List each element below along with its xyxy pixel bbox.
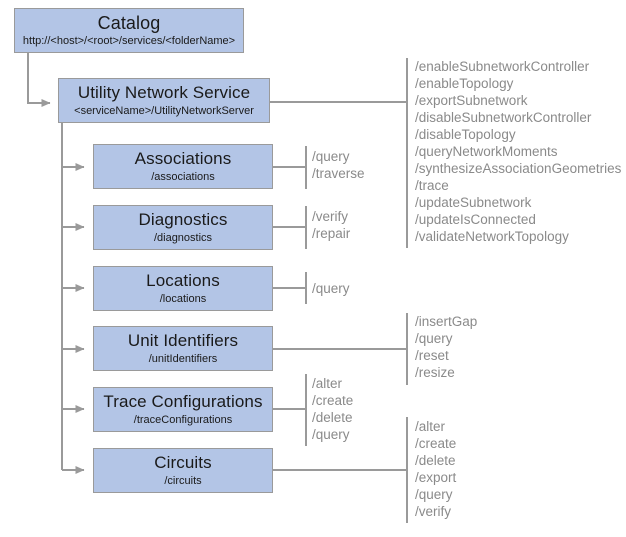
node-trace-configurations-path: /traceConfigurations	[133, 414, 233, 426]
operation-item[interactable]: /delete	[415, 453, 456, 468]
node-unit-identifiers-path: /unitIdentifiers	[148, 353, 218, 365]
operations-unit-identifiers: /insertGap /query /reset /resize	[415, 313, 477, 381]
operation-item[interactable]: /alter	[415, 419, 446, 434]
node-unit-identifiers-title: Unit Identifiers	[127, 331, 239, 350]
node-associations-path: /associations	[151, 171, 215, 183]
operation-item[interactable]: /queryNetworkMoments	[415, 144, 558, 159]
operation-item[interactable]: /verify	[415, 504, 452, 519]
operation-item[interactable]: /repair	[312, 226, 351, 241]
operation-item[interactable]: /create	[415, 436, 457, 451]
operation-item[interactable]: /updateSubnetwork	[415, 195, 532, 210]
node-trace-configurations[interactable]: Trace Configurations /traceConfiguration…	[93, 387, 273, 432]
connector-catalog-to-service	[27, 53, 51, 107]
node-catalog[interactable]: Catalog http://<host>/<root>/services/<f…	[14, 8, 244, 53]
node-associations-title: Associations	[134, 149, 232, 168]
operation-item[interactable]: /delete	[312, 410, 353, 425]
node-utility-network-service-title: Utility Network Service	[77, 83, 251, 102]
operation-item[interactable]: /query	[415, 331, 453, 346]
operations-trace-configurations: /alter /create /delete /query	[312, 375, 353, 443]
operation-item[interactable]: /resize	[415, 365, 455, 380]
operation-item[interactable]: /alter	[312, 376, 343, 391]
node-utility-network-service-path: <serviceName>/UtilityNetworkServer	[74, 105, 254, 117]
node-associations[interactable]: Associations /associations	[93, 144, 273, 189]
node-locations-title: Locations	[146, 271, 220, 290]
operation-item[interactable]: /verify	[312, 209, 349, 224]
operation-item[interactable]: /query	[312, 281, 350, 296]
node-unit-identifiers[interactable]: Unit Identifiers /unitIdentifiers	[93, 326, 273, 371]
operation-item[interactable]: /updateIsConnected	[415, 212, 536, 227]
operation-item[interactable]: /enableSubnetworkController	[415, 59, 590, 74]
operation-item[interactable]: /exportSubnetwork	[415, 93, 528, 108]
operations-utility-network-service: /enableSubnetworkController /enableTopol…	[415, 58, 621, 245]
node-trace-configurations-title: Trace Configurations	[103, 392, 263, 411]
node-locations-path: /locations	[159, 293, 207, 305]
operation-item[interactable]: /validateNetworkTopology	[415, 229, 569, 244]
node-diagnostics[interactable]: Diagnostics /diagnostics	[93, 205, 273, 250]
operation-item[interactable]: /query	[415, 487, 453, 502]
node-catalog-path: http://<host>/<root>/services/<folderNam…	[22, 35, 236, 47]
node-diagnostics-title: Diagnostics	[138, 210, 228, 229]
node-circuits[interactable]: Circuits /circuits	[93, 448, 273, 493]
operation-item[interactable]: /query	[312, 149, 350, 164]
operation-item[interactable]: /trace	[415, 178, 449, 193]
operations-associations: /query /traverse	[312, 148, 365, 182]
operation-item[interactable]: /traverse	[312, 166, 365, 181]
operations-circuits: /alter /create /delete /export /query /v…	[415, 418, 456, 520]
operation-item[interactable]: /synthesizeAssociationGeometries	[415, 161, 622, 176]
node-locations[interactable]: Locations /locations	[93, 266, 273, 311]
node-circuits-path: /circuits	[164, 475, 202, 487]
operation-item[interactable]: /reset	[415, 348, 449, 363]
operation-item[interactable]: /enableTopology	[415, 76, 514, 91]
operation-item[interactable]: /insertGap	[415, 314, 478, 329]
node-utility-network-service[interactable]: Utility Network Service <serviceName>/Ut…	[58, 78, 270, 123]
operation-item[interactable]: /disableTopology	[415, 127, 516, 142]
node-diagnostics-path: /diagnostics	[153, 232, 213, 244]
operation-item[interactable]: /create	[312, 393, 354, 408]
operation-item[interactable]: /query	[312, 427, 350, 442]
operation-item[interactable]: /disableSubnetworkController	[415, 110, 592, 125]
operations-locations: /query	[312, 280, 350, 297]
operation-item[interactable]: /export	[415, 470, 457, 485]
node-catalog-title: Catalog	[97, 13, 161, 33]
node-circuits-title: Circuits	[154, 453, 212, 472]
operations-diagnostics: /verify /repair	[312, 208, 350, 242]
